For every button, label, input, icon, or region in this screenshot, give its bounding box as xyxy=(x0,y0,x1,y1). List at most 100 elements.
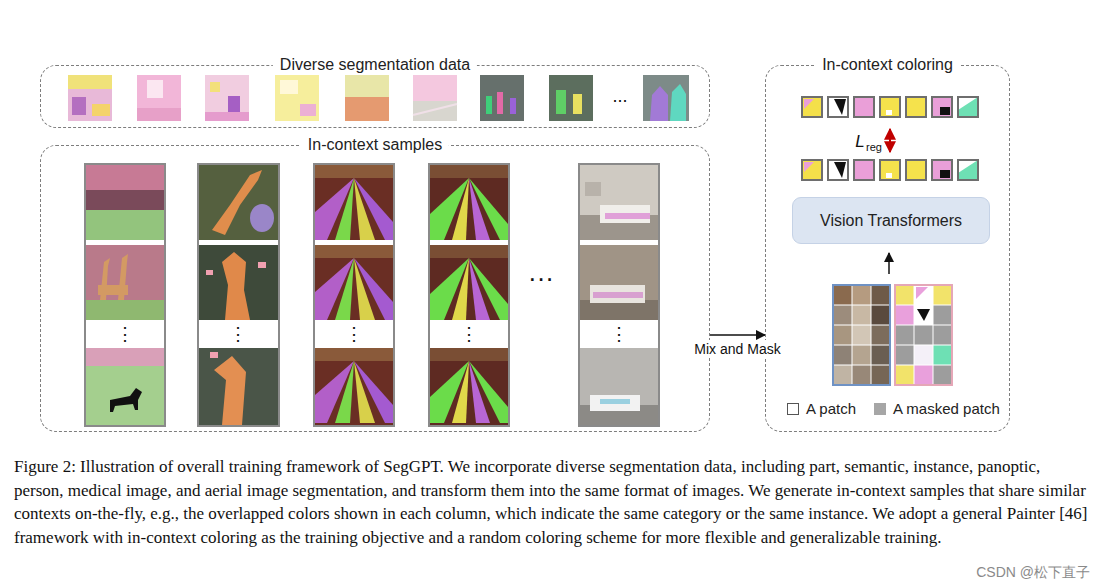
example-image xyxy=(86,348,164,366)
example-image xyxy=(199,165,278,425)
example-image xyxy=(590,395,640,411)
example-image xyxy=(315,423,393,425)
thumbnail xyxy=(275,75,319,121)
example-image xyxy=(250,204,274,232)
vertical-ellipsis: ⋮ xyxy=(610,325,628,343)
column-frame xyxy=(579,164,659,426)
patch-row xyxy=(802,97,822,117)
patch-row xyxy=(958,97,978,117)
mixed-image-grid xyxy=(871,305,890,325)
panel-title: In-context coloring xyxy=(815,55,960,75)
example-image xyxy=(452,178,469,240)
thumbnail xyxy=(549,75,593,121)
mixed-image-grid xyxy=(933,305,952,325)
patch-row xyxy=(886,110,892,115)
example-image xyxy=(110,388,142,412)
vertical-ellipsis: ⋮ xyxy=(116,325,134,343)
example-image xyxy=(214,356,246,425)
panel-title: In-context samples xyxy=(301,135,449,155)
example-image xyxy=(199,165,278,240)
mixed-image-grid xyxy=(914,325,933,345)
patch-row xyxy=(802,160,978,180)
patch-row xyxy=(932,97,952,117)
patch-row xyxy=(854,97,874,117)
column-frame xyxy=(580,240,658,245)
thumbnail xyxy=(137,75,181,121)
column-frame xyxy=(580,320,658,348)
example-image xyxy=(580,165,658,425)
thumbnail xyxy=(210,82,220,92)
thumbnail xyxy=(92,104,110,116)
column-frame xyxy=(430,320,508,348)
mixed-image-grid xyxy=(914,345,933,365)
mixed-image-grid xyxy=(871,345,890,365)
example-image xyxy=(605,213,650,219)
thumbnail xyxy=(68,75,689,121)
example-image xyxy=(199,348,278,425)
mixed-image-grid xyxy=(833,305,852,325)
example-image xyxy=(315,165,393,425)
example-image xyxy=(593,292,643,298)
mixed-image-grid xyxy=(871,325,890,345)
mixed-image-grid xyxy=(916,287,928,299)
mixed-image-grid xyxy=(914,285,933,305)
patch-row xyxy=(932,97,952,117)
mixed-image-grid xyxy=(833,285,890,385)
example-image xyxy=(315,348,393,423)
example-image xyxy=(315,165,393,240)
mixed-image-grid xyxy=(933,345,952,365)
thumbnail xyxy=(573,94,582,114)
mixed-image-grid xyxy=(895,345,914,365)
mixed-image-grid xyxy=(895,305,914,325)
column-frame xyxy=(86,240,164,245)
mixed-image-grid xyxy=(852,325,871,345)
column-frame xyxy=(429,164,509,426)
ellipsis: ··· xyxy=(528,265,554,291)
patch-row xyxy=(880,97,900,117)
mixed-image-grid xyxy=(833,285,852,305)
thumbnail xyxy=(72,97,86,115)
example-image xyxy=(600,399,630,404)
example-image xyxy=(585,182,601,196)
thumbnail xyxy=(345,75,389,121)
thumbnail xyxy=(205,75,249,121)
column-frame xyxy=(199,240,278,245)
example-image xyxy=(430,165,508,240)
watermark: CSDN @松下直子 xyxy=(976,565,1090,579)
example-image xyxy=(335,178,354,240)
example-image xyxy=(258,262,266,268)
example-image xyxy=(315,245,393,320)
arrow-connector xyxy=(710,334,765,336)
legend-text: A patch xyxy=(806,400,856,418)
mixed-image-grid xyxy=(933,365,952,385)
mixed-image-grid xyxy=(895,285,914,305)
example-image xyxy=(86,210,164,240)
column-frame xyxy=(86,320,164,348)
patch-row xyxy=(802,97,978,180)
example-image xyxy=(86,300,164,320)
example-image xyxy=(430,348,508,423)
input-arrow xyxy=(888,253,890,274)
example-image xyxy=(315,178,354,240)
mixed-image-grid xyxy=(871,365,890,385)
mixed-image-grid xyxy=(895,285,952,385)
legend-item: A masked patch xyxy=(874,400,1000,418)
patch-row xyxy=(834,99,846,115)
patch-row xyxy=(906,97,926,117)
column-frame xyxy=(315,320,393,348)
mixed-image-grid xyxy=(833,345,852,365)
mixed-image-grid xyxy=(933,285,952,305)
mixed-image-grid xyxy=(914,365,933,385)
thumbnail xyxy=(300,104,316,116)
mixed-image-grid xyxy=(833,285,890,385)
ellipsis: ... xyxy=(612,87,627,105)
example-image xyxy=(590,285,645,303)
patch-row xyxy=(802,97,978,117)
mixed-image-grid xyxy=(914,305,933,325)
example-image xyxy=(430,423,508,425)
patch-row xyxy=(958,97,978,110)
dashed-panel: In-context samples xyxy=(40,145,710,432)
example-image xyxy=(430,178,469,240)
example-image xyxy=(430,165,508,178)
thumbnail xyxy=(650,86,668,121)
